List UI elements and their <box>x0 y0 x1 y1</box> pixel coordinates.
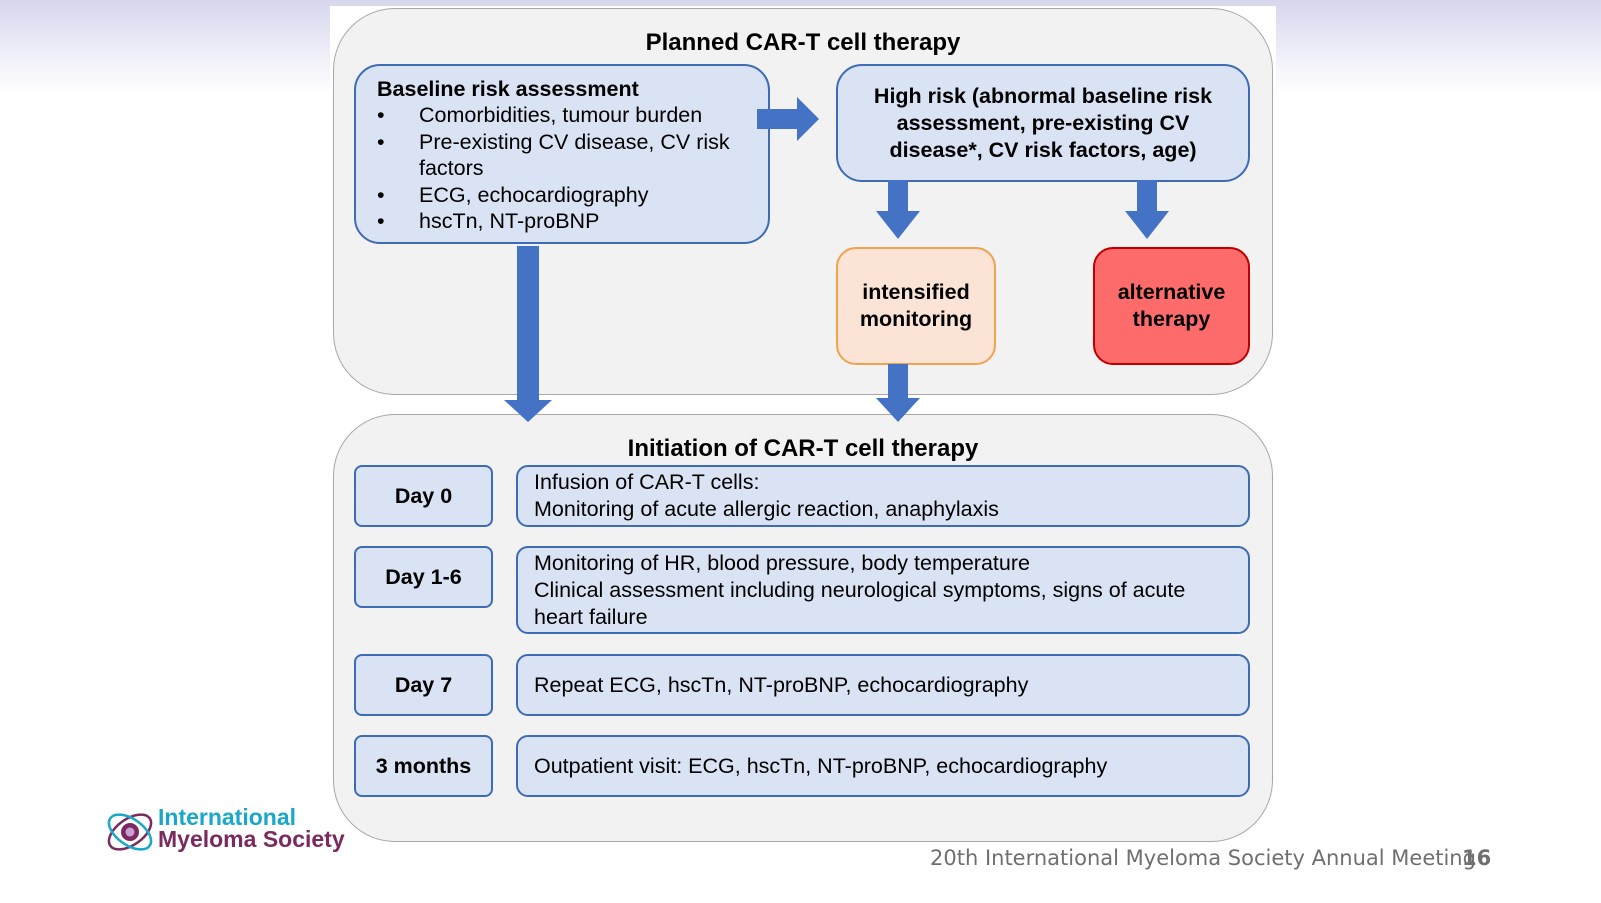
three-months-label: 3 months <box>354 735 493 797</box>
three-months-description: Outpatient visit: ECG, hscTn, NT-proBNP,… <box>516 735 1250 797</box>
baseline-risk-item: •Pre-existing CV disease, CV risk factor… <box>377 129 730 181</box>
alternative-therapy-box: alternative therapy <box>1093 247 1250 365</box>
arrow-baseline-to-high-risk <box>757 97 819 141</box>
day-0-line: Infusion of CAR-T cells: <box>534 470 760 494</box>
logo-line-2: Myeloma Society <box>158 826 345 852</box>
arrow-high-risk-to-monitoring <box>876 180 920 239</box>
logo-line-1: International <box>158 804 297 830</box>
page-number: 16 <box>1462 846 1492 870</box>
arrow-high-risk-to-alternative <box>1125 180 1169 239</box>
day-7-description: Repeat ECG, hscTn, NT-proBNP, echocardio… <box>516 654 1250 716</box>
day-1-6-description: Monitoring of HR, blood pressure, body t… <box>516 546 1250 634</box>
day-7-label: Day 7 <box>354 654 493 716</box>
day-0-description: Infusion of CAR-T cells: Monitoring of a… <box>516 465 1250 527</box>
initiation-title: Initiation of CAR-T cell therapy <box>627 435 979 462</box>
baseline-risk-list: •Comorbidities, tumour burden •Pre-exist… <box>377 102 768 235</box>
baseline-risk-heading: Baseline risk assessment <box>377 77 639 101</box>
day-1-6-label: Day 1-6 <box>354 546 493 608</box>
planned-therapy-title: Planned CAR-T cell therapy <box>645 29 961 56</box>
intensified-monitoring-text: intensified monitoring <box>859 280 973 331</box>
footer-meeting-text: 20th International Myeloma Society Annua… <box>930 846 1476 870</box>
day-1-6-line: Monitoring of HR, blood pressure, body t… <box>534 550 1030 575</box>
baseline-risk-box: Baseline risk assessment •Comorbidities,… <box>354 64 770 244</box>
baseline-risk-item: •Comorbidities, tumour burden <box>377 103 703 127</box>
alternative-therapy-text: alternative therapy <box>1117 280 1226 331</box>
day-0-label: Day 0 <box>354 465 493 527</box>
ims-logo-icon <box>107 813 153 851</box>
high-risk-box: High risk (abnormal baseline risk assess… <box>836 64 1250 182</box>
arrow-baseline-to-initiation <box>504 246 552 422</box>
day-1-6-line: Clinical assessment including neurologic… <box>534 577 1186 629</box>
intensified-monitoring-box: intensified monitoring <box>836 247 996 365</box>
ims-logo-wordmark: International Myeloma Society <box>158 804 345 852</box>
car-t-flow-diagram: Planned CAR-T cell therapy Initiation of… <box>330 6 1276 846</box>
baseline-risk-item: •ECG, echocardiography <box>377 182 649 207</box>
baseline-risk-item: •hscTn, NT-proBNP <box>377 209 600 233</box>
three-months-line: Outpatient visit: ECG, hscTn, NT-proBNP,… <box>534 753 1108 778</box>
flow-arrows <box>504 97 1169 422</box>
day-0-line: Monitoring of acute allergic reaction, a… <box>534 497 999 521</box>
high-risk-text: High risk (abnormal baseline risk assess… <box>873 83 1213 162</box>
day-7-line: Repeat ECG, hscTn, NT-proBNP, echocardio… <box>534 672 1029 697</box>
arrow-monitoring-to-initiation <box>876 364 920 422</box>
ims-logo: International Myeloma Society <box>100 800 370 860</box>
